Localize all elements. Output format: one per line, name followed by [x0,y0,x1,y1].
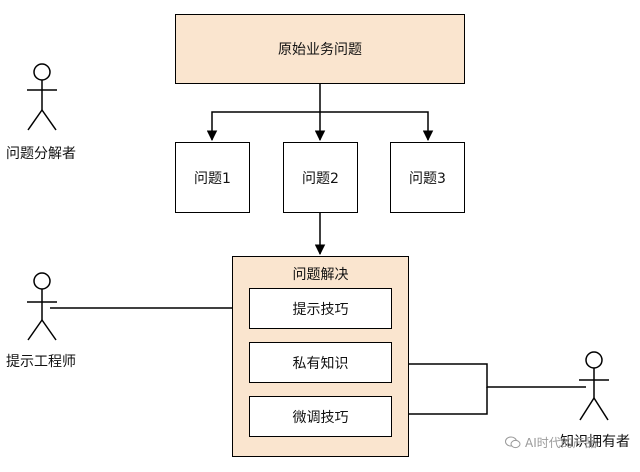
stick-figure-icon [579,351,609,421]
owner-arrows [391,358,586,420]
prompt-engineer-label: 提示工程师 [6,354,76,370]
finetune-technique-box: 微调技巧 [249,396,392,437]
prompt-technique-box: 提示技巧 [249,288,392,329]
root-problem-label: 原始业务问题 [278,42,362,58]
problem-3-box: 问题3 [390,142,465,213]
private-knowledge-box: 私有知识 [249,342,392,383]
finetune-technique-label: 微调技巧 [292,409,349,426]
stick-figure-icon [27,63,57,131]
private-knowledge-label: 私有知识 [292,355,349,372]
knowledge-owner-label: 知识拥有者 [560,434,630,450]
arrow-to-problem-3 [320,111,434,142]
decomposer-label: 问题分解者 [6,146,76,162]
problem-2-label: 问题2 [302,170,339,187]
watermark-text: AI时代的产品 [525,436,597,450]
arrow-owner-to-knowledge [391,358,586,388]
root-problem-box: 原始业务问题 [175,14,465,84]
problem-1-box: 问题1 [175,142,250,213]
stick-figure-icon [27,272,57,341]
root-to-subproblems-arrows [206,84,434,142]
problem-2-box: 问题2 [283,142,358,213]
problem-3-label: 问题3 [409,170,446,187]
wechat-icon [505,436,521,449]
watermark: AI时代的产品 [505,434,597,451]
prompt-technique-label: 提示技巧 [292,301,349,318]
arrow-to-problem-1 [206,111,320,142]
solution-title: 问题解决 [292,267,349,283]
problem-1-label: 问题1 [194,170,231,187]
arrow-owner-to-finetune [391,387,488,420]
